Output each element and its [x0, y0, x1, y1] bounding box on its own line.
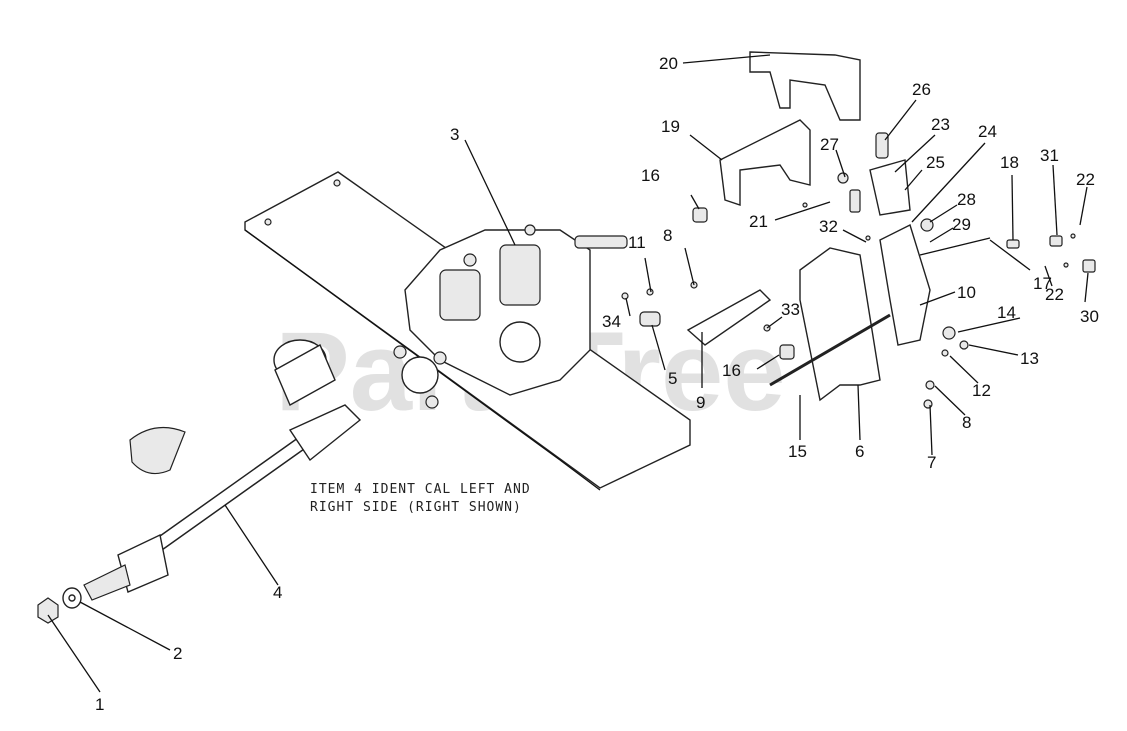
callout-28: 28 — [957, 190, 976, 209]
callout-labels: 1 2 3 4 5 6 7 8 8 9 10 11 12 13 14 15 16… — [95, 54, 1099, 714]
callout-22a: 22 — [1076, 170, 1095, 189]
callout-24: 24 — [978, 122, 997, 141]
callout-22b: 22 — [1045, 285, 1064, 304]
callout-30: 30 — [1080, 307, 1099, 326]
fasteners — [621, 172, 1096, 409]
callout-25: 25 — [926, 153, 945, 172]
callout-31: 31 — [1040, 146, 1059, 165]
callout-27: 27 — [820, 135, 839, 154]
callout-9: 9 — [696, 393, 705, 412]
callout-15: 15 — [788, 442, 807, 461]
callout-11: 11 — [628, 233, 646, 252]
axle-assembly — [83, 339, 362, 601]
callout-8a: 8 — [962, 413, 971, 432]
callout-23: 23 — [931, 115, 950, 134]
leader-lines — [47, 54, 1089, 693]
callout-6: 6 — [855, 442, 864, 461]
callout-8b: 8 — [663, 226, 672, 245]
note-line-1: ITEM 4 IDENT CAL LEFT AND — [310, 482, 531, 497]
callout-1: 1 — [95, 695, 104, 714]
callout-18: 18 — [1000, 153, 1019, 172]
callout-3: 3 — [450, 125, 459, 144]
callout-17: 17 — [1033, 274, 1052, 293]
callout-19: 19 — [661, 117, 680, 136]
callout-16b: 16 — [722, 361, 741, 380]
callout-26: 26 — [912, 80, 931, 99]
callout-14: 14 — [997, 303, 1016, 322]
callout-7: 7 — [927, 453, 936, 472]
nut-washer — [37, 587, 82, 624]
pedal-brackets — [686, 51, 931, 402]
note-line-2: RIGHT SIDE (RIGHT SHOWN) — [310, 500, 522, 515]
callout-4: 4 — [273, 583, 282, 602]
callout-34: 34 — [602, 312, 621, 331]
callout-2: 2 — [173, 644, 182, 663]
callout-29: 29 — [952, 215, 971, 234]
callout-13: 13 — [1020, 349, 1039, 368]
transaxle — [393, 224, 628, 409]
callout-12: 12 — [972, 381, 991, 400]
callout-33: 33 — [781, 300, 800, 319]
callout-21: 21 — [749, 212, 768, 231]
callout-10: 10 — [957, 283, 976, 302]
callout-32: 32 — [819, 217, 838, 236]
callout-16a: 16 — [641, 166, 660, 185]
callout-5: 5 — [668, 369, 677, 388]
callout-20: 20 — [659, 54, 678, 73]
